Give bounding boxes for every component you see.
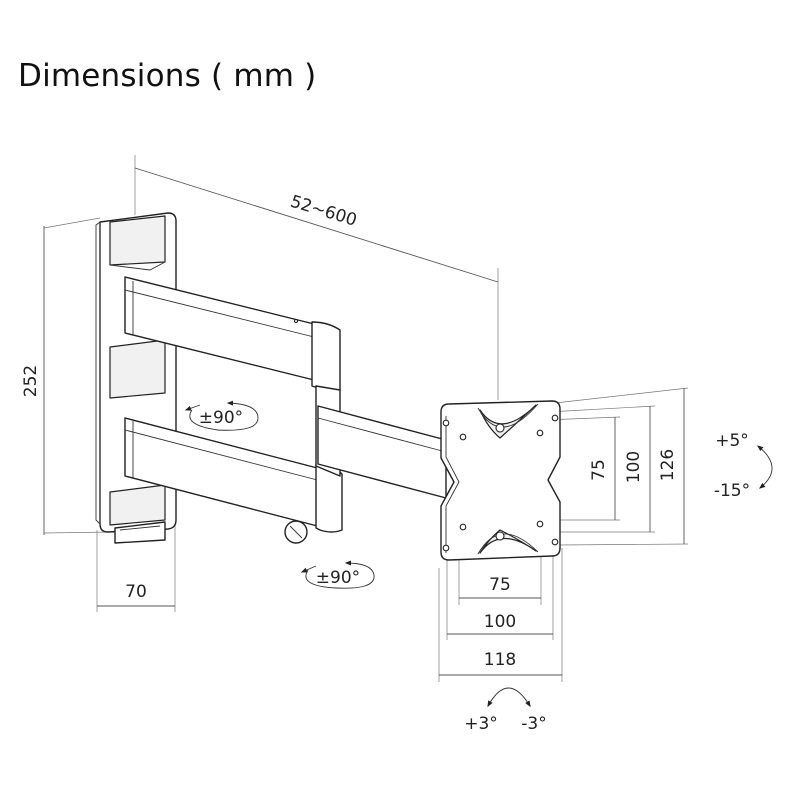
plate-126-v-label: 126: [658, 449, 678, 481]
height-label: 252: [21, 365, 41, 397]
vesa-hole: [459, 523, 467, 531]
page-title: Dimensions ( mm ): [18, 58, 317, 94]
vesa-hole: [459, 433, 467, 441]
vesa-hole: [551, 538, 559, 546]
wall-plate: [95, 212, 177, 544]
wall-plate-width-label: 70: [125, 582, 147, 602]
vesa-100-v-label: 100: [624, 451, 644, 483]
arm-extension-dim-line: [134, 167, 499, 283]
rotate-right-label: -3°: [521, 714, 546, 734]
vesa-hole: [442, 544, 450, 552]
vesa-hole: [536, 429, 544, 437]
tilt-arc-icon: [757, 445, 773, 489]
angle-indicators: [184, 400, 773, 708]
tilt-down-label: -15°: [714, 481, 750, 501]
arm-extension-label: 52~600: [288, 192, 359, 231]
bottom-swivel-label: ±90°: [316, 568, 360, 588]
vesa-hole: [536, 520, 544, 528]
vesa-hole: [442, 419, 450, 427]
tilt-up-label: +5°: [715, 431, 749, 451]
dimension-lines: [43, 155, 689, 682]
plate-118-h-label: 118: [484, 650, 516, 670]
vesa-plate: [440, 400, 561, 561]
rotation-arc-icon: [487, 687, 531, 708]
vesa-100-h-label: 100: [484, 612, 516, 632]
vesa-75-h-label: 75: [489, 575, 511, 595]
arm-swivel-label: ±90°: [199, 408, 243, 428]
vesa-75-v-label: 75: [589, 459, 609, 481]
rotate-left-label: +3°: [464, 714, 498, 734]
vesa-hole: [551, 414, 559, 422]
